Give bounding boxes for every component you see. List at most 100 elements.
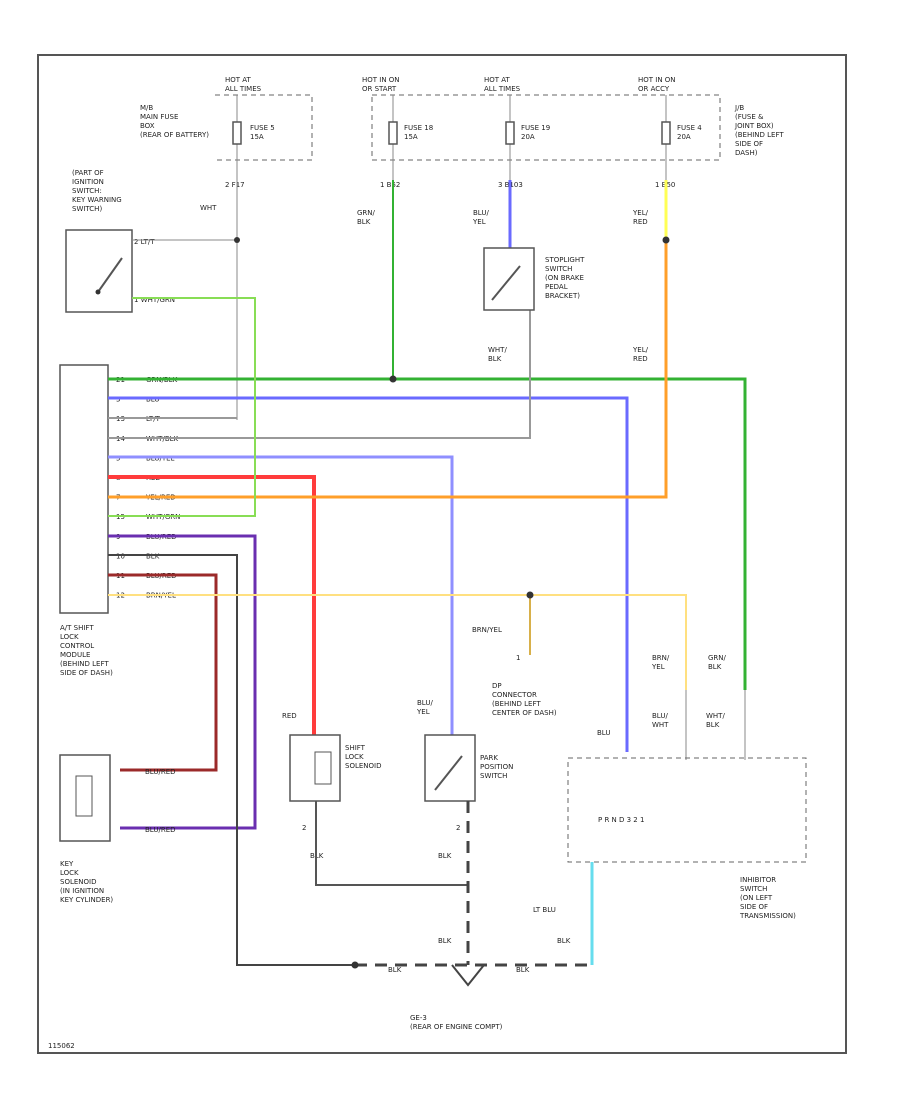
inhibitor-outline [567,757,807,863]
label-blu-yel: BLU/YEL [472,209,489,226]
label-grn-blk-inh: GRN/BLK [708,654,727,671]
module-body [59,364,109,614]
main-fuse-box-outline [215,94,313,161]
label-wht-blk-inh: WHT/BLK [706,712,725,729]
splice-yel-red [662,236,670,244]
module-pin-wire: BLU [146,396,159,404]
ground-symbol [451,964,485,987]
pin-b52: 1 B52 [380,181,400,189]
ground-blk-right: BLK [516,966,530,974]
key-lock-wire1: BLU/RED [145,768,176,776]
module-pin-number: 15 [116,513,125,521]
dp-pin: 1 [516,654,520,662]
park-switch-body [424,734,476,802]
wire-blk-shift [315,801,468,886]
label-yel-red-2: YEL/RED [632,346,649,363]
label-lt-blu: LT BLU [533,906,556,914]
label-blk-park: BLK [438,852,452,860]
label-brn-yel-dp: BRN/YEL [472,626,502,634]
wire-blu-red-1 [108,534,257,830]
splice-brn-yel [526,591,534,599]
module-pin-number: 10 [116,552,125,560]
shift-lock-pin: 2 [302,824,306,832]
ignition-pin1-wire: 1 WHT/GRN [134,296,175,304]
diagram-frame [37,54,847,1054]
splice-ground [351,961,359,969]
fuse5-body [232,121,242,145]
wire-blu-red-2 [108,573,218,772]
wire-yel-red [108,240,668,499]
wire-blk-module [108,554,355,966]
stoplight-contact [491,265,521,301]
ground: BLK BLK GE-3(REAR OF ENGINE COMPT) [351,961,592,1031]
wire-blu [108,396,629,752]
splice-wht [234,237,240,243]
wire-wht-grn [108,297,256,517]
wire-blu-yel [108,455,454,735]
module-pin-wire: WHT/GRN [146,513,180,521]
label-blu-yel-park: BLU/YEL [416,699,433,716]
key-lock-coil-icon [75,775,93,817]
key-lock-wire2: BLU/RED [145,826,176,834]
label-blu-inh: BLU [597,729,610,737]
inhibitor-switch: BRN/YEL GRN/BLK BLU/WHT WHT/BLK BLU P R … [438,654,807,965]
fuse18-body [388,121,398,145]
inhibitor-feed-wires [685,690,746,760]
switch-pivot [95,289,101,295]
footer-code: 115062 [48,1042,75,1050]
label-yel-red: YEL/RED [632,209,649,226]
ground-label: GE-3(REAR OF ENGINE COMPT) [410,1014,503,1031]
fuse19-body [505,121,515,145]
module-pin-wire: LT/T [146,415,161,423]
key-warning-switch-body [65,229,133,313]
park-switch-contact [434,755,463,791]
splice-grn-blk [389,375,397,383]
fuse4-body [661,121,671,145]
module-pin-number: 13 [116,415,125,423]
pin-f17: 2 F17 [225,181,245,189]
label-wht-blk: WHT/BLK [488,346,507,363]
wire-grn-blk [108,377,747,690]
wire-brn-yel [108,594,687,690]
module-pin-number: 3 [116,396,120,404]
wire-wht-blk [108,300,531,439]
shift-lock-coil-icon [314,751,332,785]
module-pin-wire: BLK [146,552,160,560]
ignition-pin2-wire: 2 LT/T [134,238,155,246]
label-red: RED [282,712,297,720]
inhibitor-positions: P R N D 3 2 1 [598,816,644,824]
ground-blk-left: BLK [388,966,402,974]
harness-wires [108,180,747,966]
key-warning-switch-contact [97,257,123,293]
wire-red [108,475,316,735]
label-brn-yel-inh: BRN/YEL [651,654,670,671]
park-switch-pin: 2 [456,824,460,832]
label-grn-blk: GRN/BLK [357,209,376,226]
